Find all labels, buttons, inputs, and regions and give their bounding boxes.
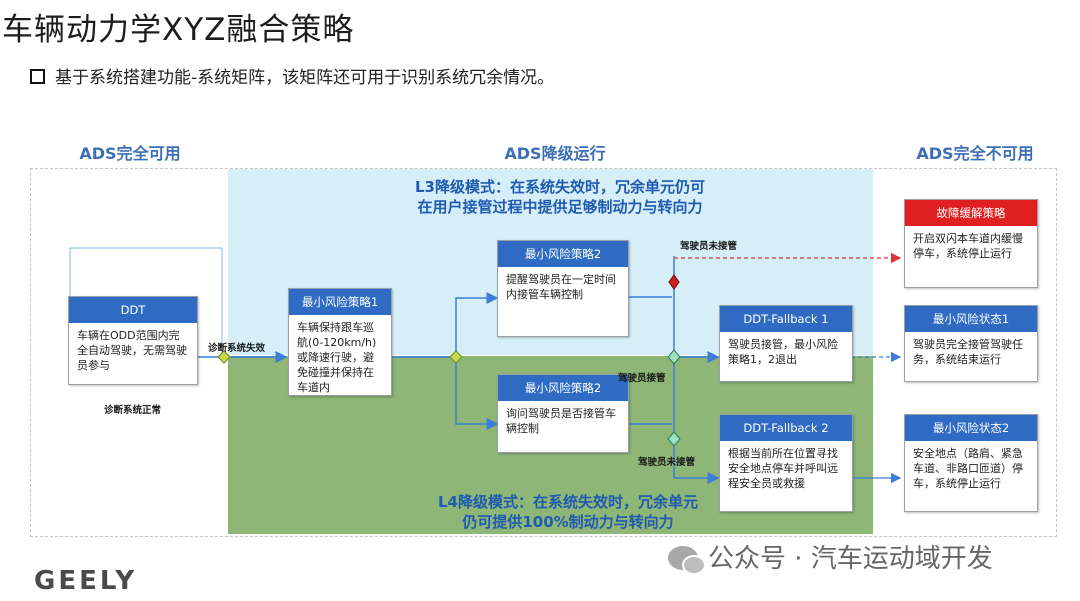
page-title: 车辆动力学XYZ融合策略 — [2, 12, 355, 48]
split-diamond — [449, 350, 463, 364]
ddt-box: DDT 车辆在ODD范围内完全自动驾驶，无需驾驶员参与 — [68, 296, 198, 385]
fault-header: 故障缓解策略 — [905, 200, 1037, 226]
label-diag-fail: 诊断系统失效 — [208, 343, 266, 354]
zone-title-degraded: ADS降级运行 — [504, 144, 606, 163]
mrs2-bottom-box: 最小风险策略2 询问驾驶员是否接管车辆控制 — [497, 374, 629, 453]
subtitle-text: 基于系统搭建功能-系统矩阵，该矩阵还可用于识别系统冗余情况。 — [55, 68, 555, 88]
mrs2-bottom-body: 询问驾驶员是否接管车辆控制 — [506, 407, 616, 435]
mrs2-top-header: 最小风险策略2 — [498, 241, 628, 267]
fallback2-body: 根据当前所在位置寻找安全地点停车并呼叫远程安全员或救援 — [728, 447, 838, 490]
zone-title-available: ADS完全可用 — [79, 144, 181, 163]
mrc1-box: 最小风险状态1 驾驶员完全接管驾驶任务，系统结束运行 — [904, 305, 1038, 382]
takeover-diamond — [667, 349, 681, 365]
mrc1-body: 驾驶员完全接管驾驶任务，系统结束运行 — [913, 338, 1023, 366]
label-no-takeover-bottom: 驾驶员未接管 — [638, 457, 696, 468]
watermark-text: 公众号 · 汽车运动域开发 — [708, 544, 993, 574]
l3-mode-caption: L3降级模式：在系统失效时，冗余单元仍可 在用户接管过程中提供足够制动力与转向力 — [390, 177, 730, 217]
mrs1-box: 最小风险策略1 车辆保持跟车巡航(0-120km/h)或降速行驶，避免碰撞并保持… — [288, 288, 392, 396]
fallback2-header: DDT-Fallback 2 — [720, 415, 852, 441]
mrs2-top-body: 提醒驾驶员在一定时间内接管车辆控制 — [506, 273, 616, 301]
fault-body: 开启双闪本车道内缓慢停车，系统停止运行 — [913, 232, 1023, 260]
fallback2-box: DDT-Fallback 2 根据当前所在位置寻找安全地点停车并呼叫远程安全员或… — [719, 414, 853, 512]
subtitle: 基于系统搭建功能-系统矩阵，该矩阵还可用于识别系统冗余情况。 — [30, 63, 554, 88]
l4-mode-caption: L4降级模式：在系统失效时，冗余单元 仍可提供100%制动力与转向力 — [408, 492, 728, 532]
geely-logo: GEELY — [34, 566, 138, 596]
mrc1-header: 最小风险状态1 — [905, 306, 1037, 332]
split-to-bottom — [455, 363, 499, 430]
label-no-takeover-top: 驾驶员未接管 — [680, 241, 738, 252]
watermark: 公众号 · 汽车运动域开发 — [668, 538, 993, 575]
l4-mode-text: L4降级模式：在系统失效时，冗余单元 仍可提供100%制动力与转向力 — [438, 493, 698, 531]
mrs2-top-box: 最小风险策略2 提醒驾驶员在一定时间内接管车辆控制 — [497, 240, 629, 337]
ddt-header: DDT — [69, 297, 197, 323]
mrs1-body: 车辆保持跟车巡航(0-120km/h)或降速行驶，避免碰撞并保持在车道内 — [297, 321, 377, 394]
split-to-top — [455, 292, 499, 351]
fault-box: 故障缓解策略 开启双闪本车道内缓慢停车，系统停止运行 — [904, 199, 1038, 288]
no-takeover-diamond-top — [668, 274, 680, 290]
takeover-diamond-bottom — [667, 431, 681, 447]
mrs2-bottom-header: 最小风险策略2 — [498, 375, 628, 401]
label-takeover: 驾驶员接管 — [618, 373, 666, 384]
ddt-body: 车辆在ODD范围内完全自动驾驶，无需驾驶员参与 — [77, 329, 187, 372]
wechat-icon — [668, 546, 706, 575]
ddt-loop-line — [69, 247, 223, 357]
mrc2-box: 最小风险状态2 安全地点（路肩、紧急车道、非路口匝道）停车，系统停止运行 — [904, 414, 1038, 512]
zone-title-unavailable: ADS完全不可用 — [916, 144, 1034, 163]
bullet-square-icon — [30, 69, 45, 84]
mrc2-header: 最小风险状态2 — [905, 415, 1037, 441]
mrs1-header: 最小风险策略1 — [289, 289, 391, 315]
label-diag-ok: 诊断系统正常 — [104, 405, 162, 416]
mrc2-body: 安全地点（路肩、紧急车道、非路口匝道）停车，系统停止运行 — [913, 447, 1023, 490]
diag-fail-diamond — [217, 350, 231, 364]
diagram-frame — [30, 168, 1057, 537]
fallback1-body: 驾驶员接管，最小风险策略1，2退出 — [728, 338, 838, 366]
fallback1-box: DDT-Fallback 1 驾驶员接管，最小风险策略1，2退出 — [719, 305, 853, 382]
fallback1-header: DDT-Fallback 1 — [720, 306, 852, 332]
l3-mode-text: L3降级模式：在系统失效时，冗余单元仍可 在用户接管过程中提供足够制动力与转向力 — [415, 178, 705, 216]
